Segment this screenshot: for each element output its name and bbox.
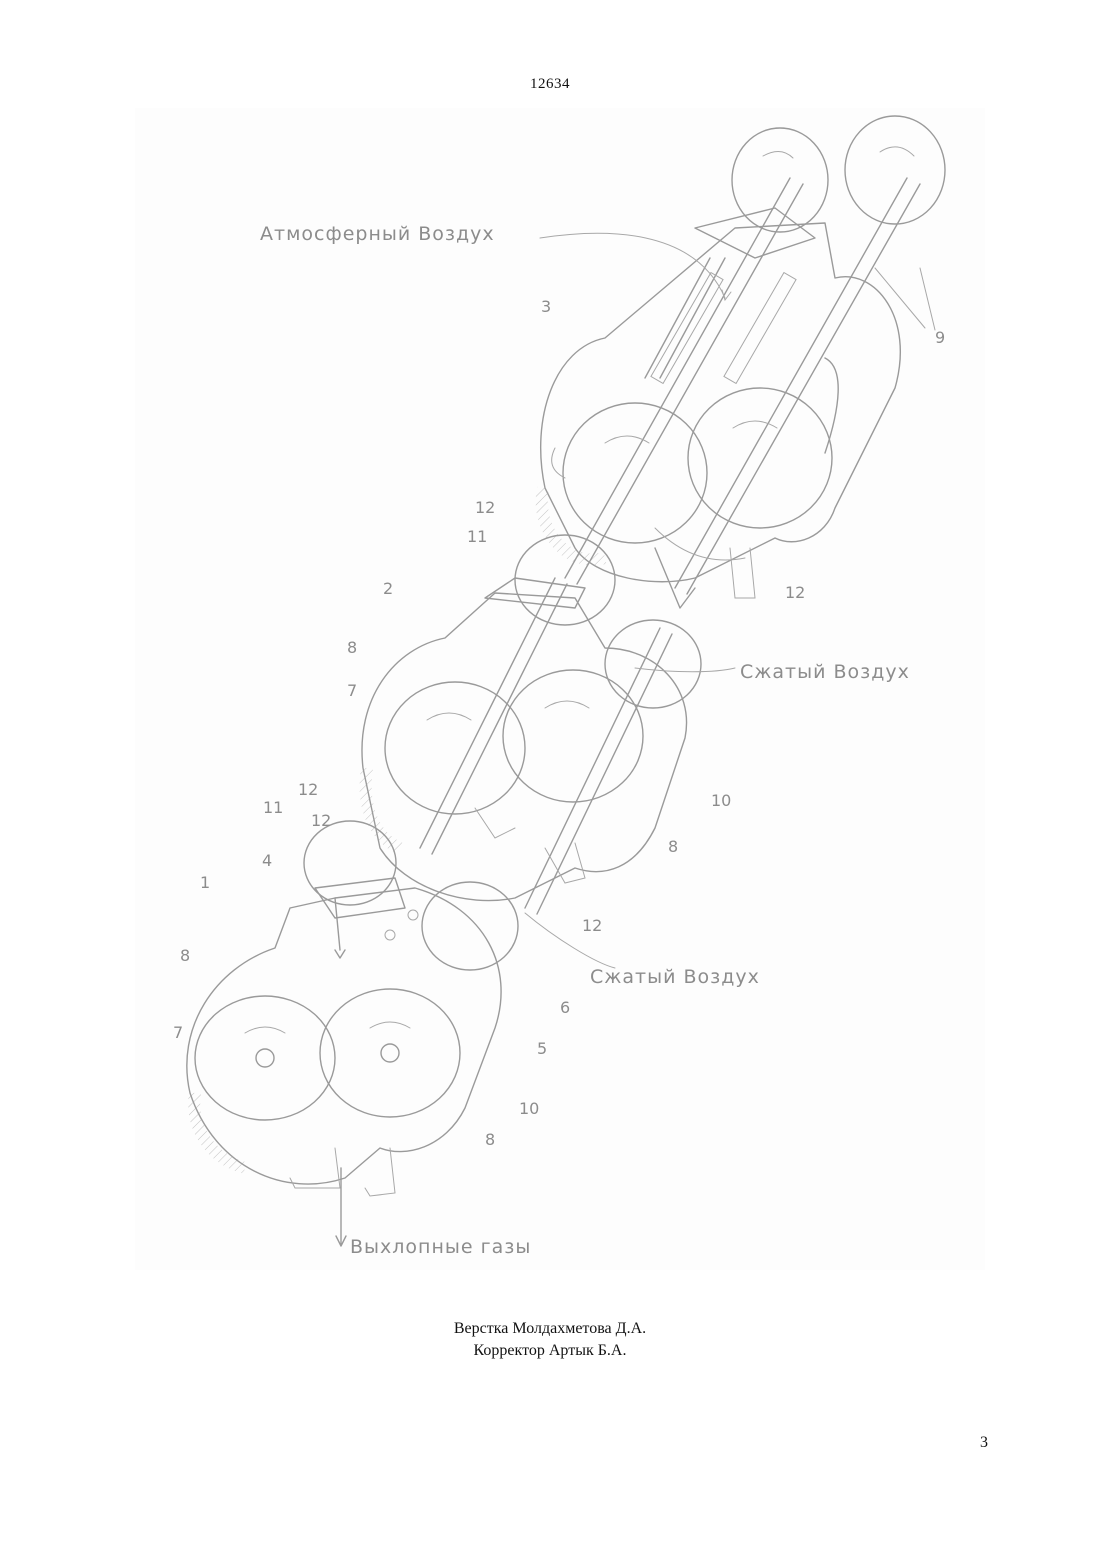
label-compressed-air-lower: Сжатый Воздух [590,966,760,988]
credits-block: Верстка Молдахметова Д.А. Корректор Арты… [0,1318,1100,1362]
numeral-6: 6 [560,998,570,1017]
stage-1-rotor-left [195,996,335,1120]
technical-drawing: Атмосферный Воздух Сжатый Воздух Сжатый … [135,108,985,1270]
stage-3-rotor-left [563,403,707,543]
numeral-12-stage2-top: 12 [298,780,318,799]
label-compressed-air-upper: Сжатый Воздух [740,661,910,683]
numeral-12-stage3-top: 12 [475,498,495,517]
numeral-12-stage3-side: 12 [785,583,805,602]
stage-3-rotor-right [688,388,832,528]
stage-1-engine [187,821,518,1246]
leader-lines [435,208,935,968]
stage-2-coupling-right [605,620,701,708]
numeral-12-stage2-left: 12 [311,811,331,830]
stage-1-rotor-right [320,989,460,1117]
numeral-8-stage1-right: 8 [485,1130,495,1149]
numeral-8-stage2-left: 8 [347,638,357,657]
numeral-12-stage2-side: 12 [582,916,602,935]
numeral-8-stage1-left: 8 [180,946,190,965]
numeral-11-lower: 11 [263,798,283,817]
drawing-canvas: Атмосферный Воздух Сжатый Воздух Сжатый … [135,108,985,1270]
numeral-1: 1 [200,873,210,892]
numeral-10-lower: 10 [519,1099,539,1118]
stage-3-compressor [541,116,945,608]
numeral-7-upper: 7 [347,681,357,700]
page-number: 3 [980,1434,988,1452]
label-atmospheric-air: Атмосферный Воздух [260,223,495,245]
corrector-credit: Корректор Артык Б.А. [0,1340,1100,1362]
numeral-2: 2 [383,579,393,598]
numeral-11-upper: 11 [467,527,487,546]
numeral-4: 4 [262,851,272,870]
pulley-left [732,128,828,232]
numeral-5: 5 [537,1039,547,1058]
stage-2-compressor [362,535,701,914]
numeral-9: 9 [935,328,945,347]
numeral-7-lower: 7 [173,1023,183,1042]
layout-credit: Верстка Молдахметова Д.А. [0,1318,1100,1340]
document-number: 12634 [0,76,1100,93]
numeral-3: 3 [541,297,551,316]
numeral-10-upper: 10 [711,791,731,810]
numeral-8-stage2-right: 8 [668,837,678,856]
label-exhaust-gases: Выхлопные газы [350,1236,531,1258]
pulley-right [845,116,945,224]
